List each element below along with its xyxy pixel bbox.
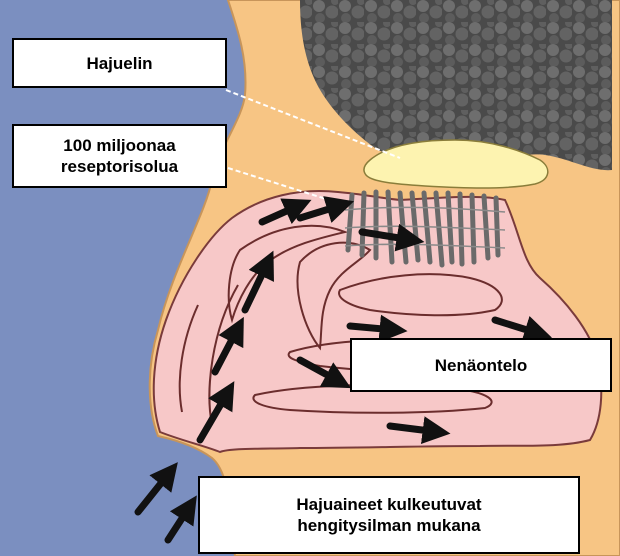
airflow-arrow xyxy=(350,326,395,330)
nasal-cavity-label: Nenäontelo xyxy=(350,338,612,392)
receptor-cells-label: 100 miljoonaa reseptorisolua xyxy=(12,124,227,188)
odorants-label: Hajuaineet kulkeutuvat hengitysilman muk… xyxy=(198,476,580,554)
olfactory-bulb-label: Hajuelin xyxy=(12,38,227,88)
